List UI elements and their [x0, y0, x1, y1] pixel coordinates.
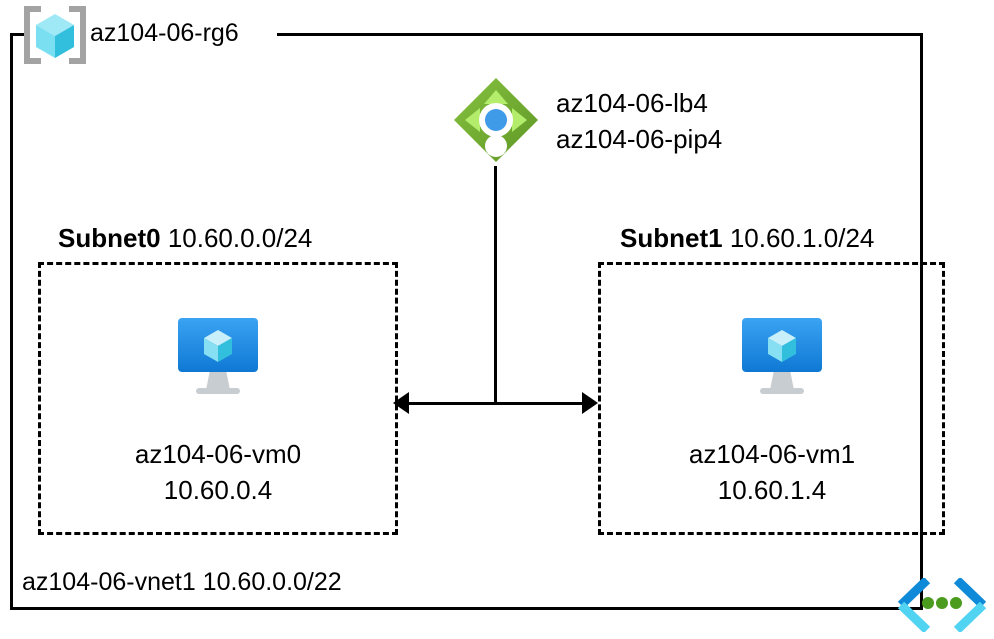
subnet-title-0: Subnet0 10.60.0.0/24 — [58, 222, 312, 254]
azure-virtual-machine-icon — [172, 314, 264, 396]
load-balancer-public-ip: az104-06-pip4 — [556, 124, 723, 154]
subnet-name-1: Subnet1 — [620, 223, 723, 253]
subnet-cidr-0: 10.60.0.0/24 — [167, 223, 313, 253]
load-balancer-name: az104-06-lb4 — [556, 88, 708, 118]
subnet-title-1: Subnet1 10.60.1.0/24 — [620, 222, 874, 254]
vm-name-1: az104-06-vm1 — [688, 439, 856, 469]
resource-group-border-bottom — [10, 607, 923, 610]
vm-ip-0: 10.60.0.4 — [163, 475, 273, 505]
azure-load-balancer-icon — [452, 76, 540, 170]
resource-group-border-top-stub — [10, 33, 25, 36]
subnet-cidr-1: 10.60.1.0/24 — [729, 223, 875, 253]
subnet-connector-line — [400, 402, 593, 405]
subnet-name-0: Subnet0 — [58, 223, 161, 253]
azure-virtual-network-icon — [893, 576, 991, 634]
resource-group-border-top — [277, 33, 923, 36]
subnet-box-0 — [38, 262, 398, 535]
load-balancer-connector-line — [494, 166, 497, 404]
resource-group-label: az104-06-rg6 — [90, 19, 239, 47]
subnet-box-1 — [598, 262, 945, 535]
load-balancer-labels: az104-06-lb4 az104-06-pip4 — [556, 85, 722, 157]
resource-group-border-left — [10, 33, 13, 610]
vm-labels-1: az104-06-vm1 10.60.1.4 — [602, 436, 942, 508]
resource-group-border-right — [920, 33, 923, 610]
connector-arrowhead-right — [582, 392, 598, 414]
vnet-label: az104-06-vnet1 10.60.0.0/22 — [22, 568, 342, 596]
azure-virtual-machine-icon — [736, 314, 828, 396]
azure-resource-group-cube-icon — [24, 6, 86, 64]
vm-ip-1: 10.60.1.4 — [717, 475, 827, 505]
vm-name-0: az104-06-vm0 — [134, 439, 302, 469]
vm-labels-0: az104-06-vm0 10.60.0.4 — [48, 436, 388, 508]
